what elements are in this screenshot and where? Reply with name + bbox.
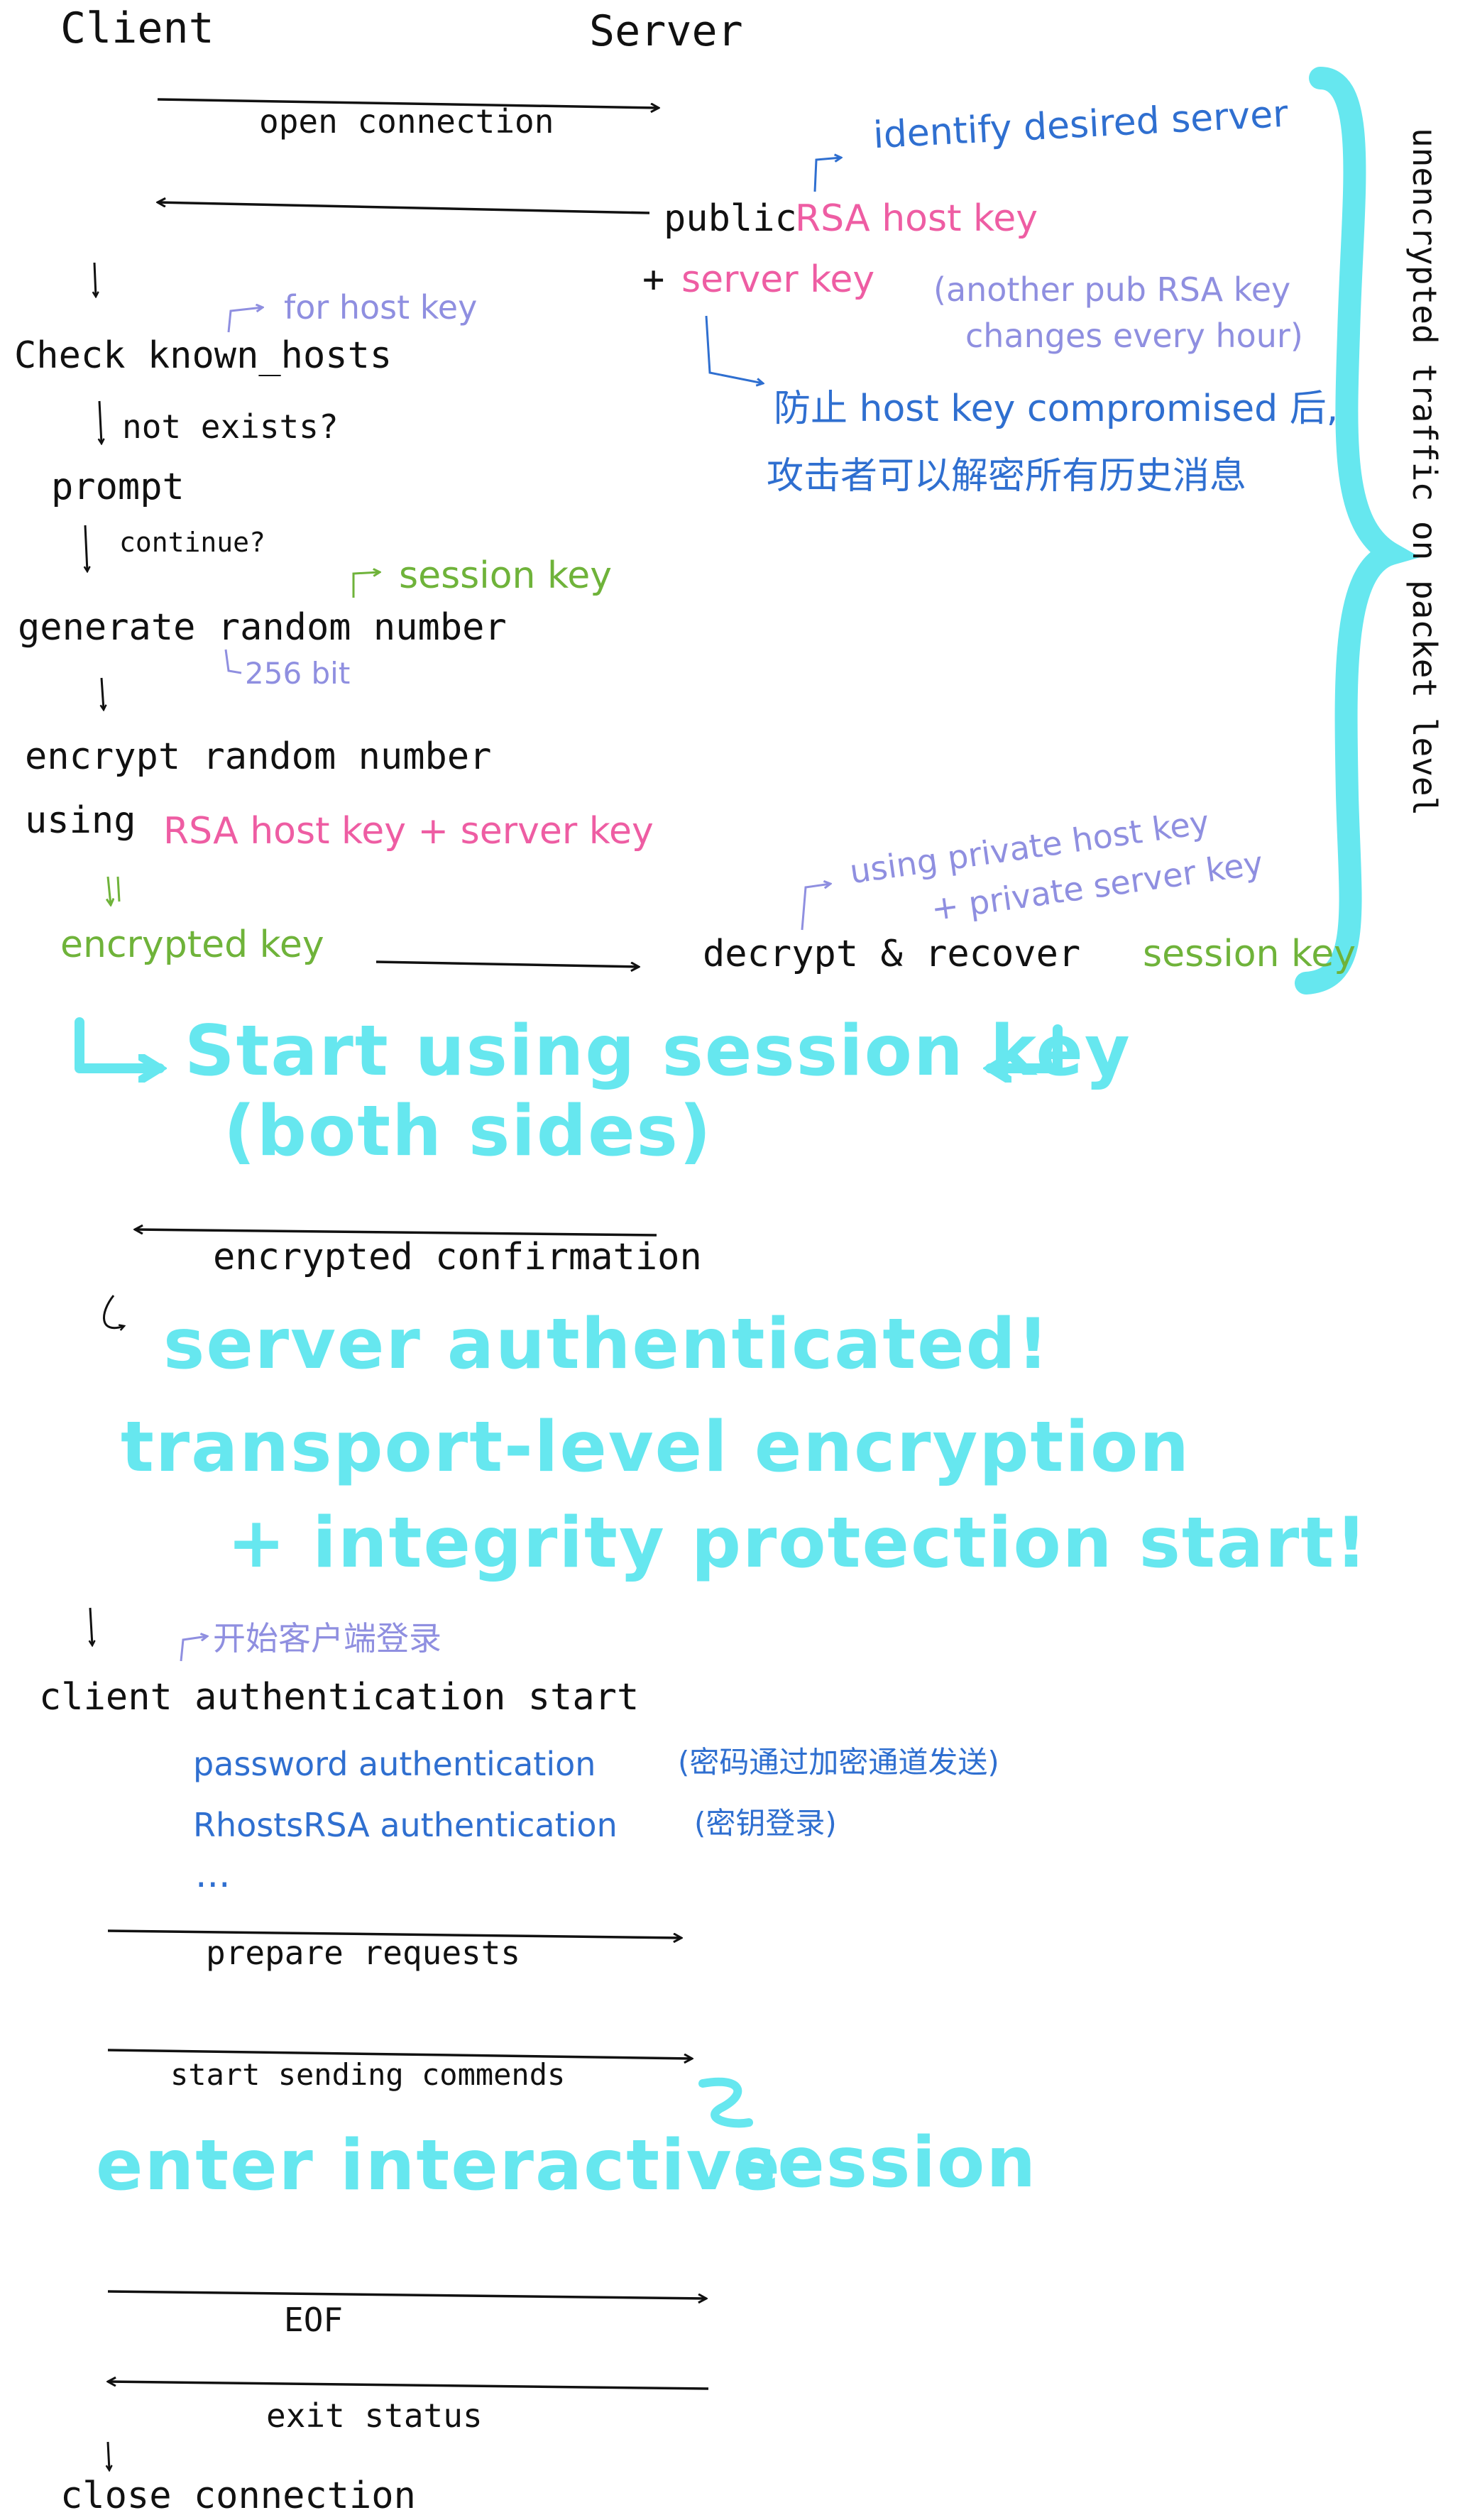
- flow-arrow-6: [90, 1607, 92, 1645]
- encrypted-confirmation-label: encrypted confirmation: [213, 1236, 702, 1278]
- password-auth-method: password authentication: [193, 1745, 596, 1783]
- rsa-host-key-label: RSA host key: [795, 197, 1038, 240]
- flow-arrow-2: [99, 400, 102, 444]
- server-header: Server: [589, 6, 743, 56]
- identify-hook: [813, 158, 841, 192]
- encrypted-key-arrow: [375, 960, 639, 967]
- prepare-requests-arrow: [107, 1929, 681, 1938]
- start-using-right-arrow: [990, 1024, 1063, 1068]
- private-key-hook: [801, 884, 830, 931]
- server-key-hook: [705, 315, 763, 383]
- client-header: Client: [60, 4, 214, 53]
- start-sending-arrow: [107, 2049, 692, 2059]
- server-session-key-label: session key: [1143, 933, 1356, 975]
- check-known-hosts: Check known_hosts: [14, 334, 393, 377]
- close-connection-label: close connection: [60, 2475, 416, 2517]
- client-auth-start: client authentication start: [39, 1676, 640, 1719]
- public-key-arrow: [158, 202, 650, 214]
- enter-interactive-banner: enter interactive: [96, 2125, 782, 2206]
- start-login-hook: [180, 1636, 207, 1662]
- prompt-step: prompt: [51, 466, 185, 508]
- more-methods-ellipsis: ...: [195, 1853, 231, 1896]
- using-label: using: [25, 799, 136, 842]
- session-key-hook: [352, 572, 380, 598]
- using-keys-label: RSA host key + server key: [163, 810, 654, 853]
- server-authenticated-banner: server authenticated!: [163, 1304, 1051, 1385]
- unencrypted-brace: [1295, 67, 1420, 995]
- for-host-key-hook: [227, 307, 263, 333]
- start-login-note: 开始客户端登录: [213, 1619, 441, 1658]
- rhosts-auth-note: (密钥登录): [694, 1806, 837, 1841]
- encrypted-confirmation-arrow: [135, 1229, 657, 1237]
- start-using-session-key: Start using session key: [185, 1011, 1131, 1092]
- generate-random-number: generate random number: [18, 606, 507, 649]
- flow-arrow-3: [85, 525, 87, 571]
- bits-hook: [224, 649, 242, 674]
- both-sides-note: (both sides): [224, 1091, 713, 1172]
- unencrypted-traffic-label: unencrypted traffic on packet level: [1405, 128, 1444, 816]
- server-key-note-1: (another pub RSA key: [933, 270, 1291, 309]
- public-label: public: [664, 197, 797, 240]
- flow-arrow-1: [94, 262, 96, 297]
- exit-status-arrow: [108, 2382, 709, 2390]
- server-key-note-2: changes every hour): [965, 317, 1303, 355]
- bits-note: 256 bit: [245, 656, 351, 691]
- not-exists-question: not exists?: [122, 407, 339, 446]
- rhosts-auth-method: RhostsRSA authentication: [193, 1806, 618, 1844]
- open-connection-arrow: [157, 98, 659, 108]
- open-connection-label: open connection: [259, 102, 554, 141]
- eof-label: EOF: [284, 2301, 344, 2339]
- encrypt-random-number: encrypt random number: [25, 735, 492, 778]
- session-key-note: session key: [399, 554, 613, 597]
- plus-sign: +: [642, 258, 665, 301]
- integrity-protection-banner: + integrity protection start!: [227, 1503, 1368, 1584]
- decrypt-recover-label: decrypt & recover: [703, 933, 1081, 975]
- eof-arrow: [107, 2290, 706, 2299]
- for-host-key-note: for host key: [284, 288, 478, 327]
- interactive-squiggle: [698, 2077, 753, 2128]
- flow-arrow-4: [102, 677, 104, 710]
- session-banner: session: [735, 2122, 1038, 2203]
- start-sending-commends-label: start sending commends: [170, 2057, 566, 2092]
- password-auth-note: (密码通过加密通道发送): [678, 1745, 999, 1780]
- exit-status-label: exit status: [266, 2396, 483, 2435]
- start-using-left-arrow: [75, 1017, 160, 1068]
- transport-encryption-banner: transport-level encryption: [121, 1407, 1191, 1488]
- green-down-arrow: [108, 876, 111, 905]
- flow-arrow-7: [108, 2441, 109, 2470]
- encrypted-key-label: encrypted key: [60, 924, 324, 966]
- flow-arrow-5: [103, 1295, 124, 1328]
- continue-question: continue?: [119, 527, 265, 558]
- prepare-requests-label: prepare requests: [206, 1934, 521, 1972]
- compromise-note-1: 防止 host key compromised 后,: [774, 388, 1339, 430]
- compromise-note-2: 攻击者可以解密所有历史消息: [767, 455, 1247, 498]
- server-key-label: server key: [681, 258, 875, 301]
